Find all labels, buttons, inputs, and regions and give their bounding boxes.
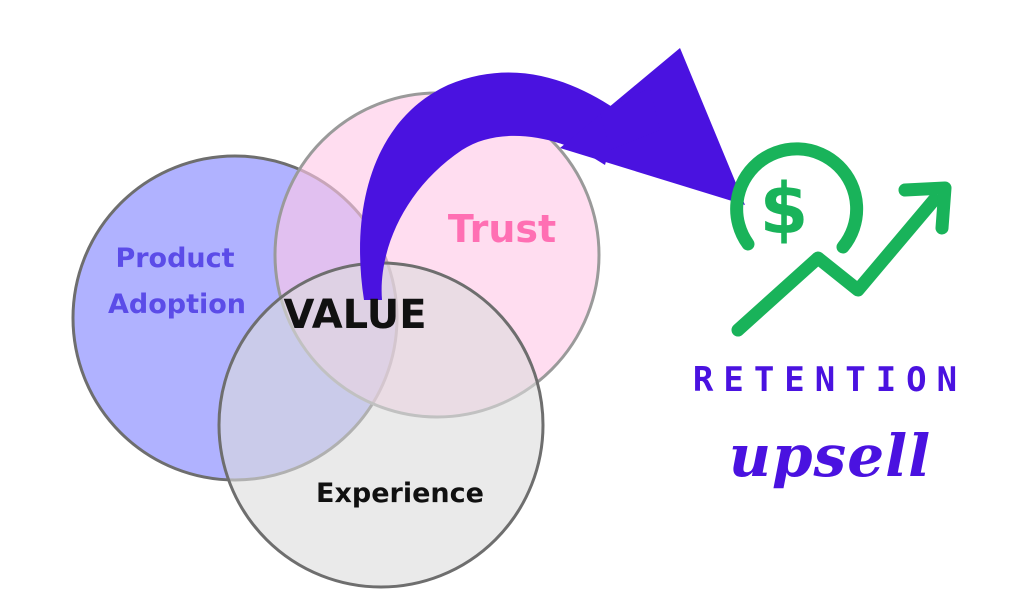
dollar-growth-icon: $ [730,142,952,337]
svg-text:$: $ [760,168,809,250]
label-experience: Experience [316,478,484,509]
label-product: Product [115,243,234,274]
label-adoption: Adoption [108,289,246,320]
label-trust: Trust [448,207,556,251]
retention-label: RETENTION [692,360,968,400]
center-label-value: VALUE [283,292,426,338]
upsell-label: upsell [728,422,932,490]
curved-arrow [360,48,745,301]
